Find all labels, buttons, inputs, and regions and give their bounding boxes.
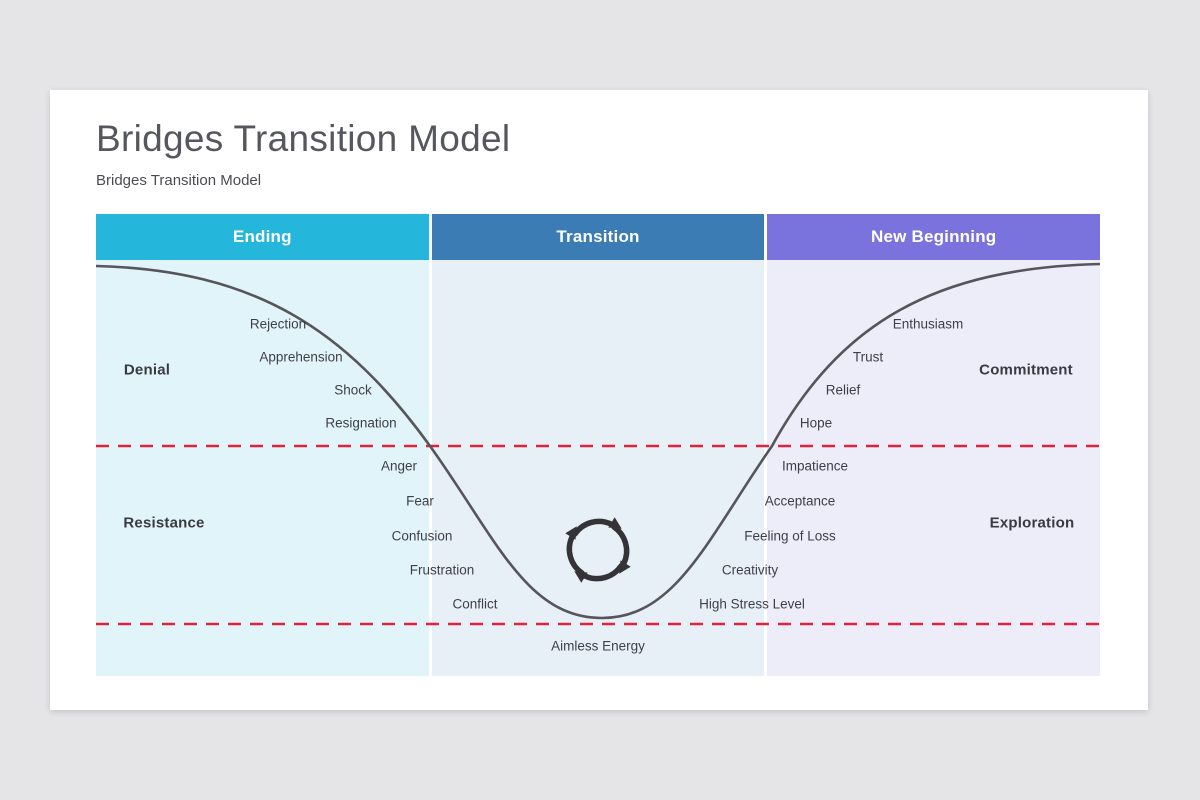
phase-header-row: Ending Transition New Beginning [96, 214, 1101, 260]
label-confusion: Confusion [391, 528, 453, 544]
label-apprehension: Apprehension [259, 349, 343, 365]
label-commitment: Commitment [979, 361, 1073, 379]
label-shock: Shock [334, 382, 372, 398]
label-creativity: Creativity [721, 562, 779, 578]
label-trust: Trust [852, 349, 884, 365]
label-conflict: Conflict [452, 596, 498, 612]
phase-header-ending: Ending [96, 214, 429, 260]
page-subtitle: Bridges Transition Model [96, 172, 262, 189]
label-exploration: Exploration [989, 514, 1075, 532]
label-denial: Denial [123, 361, 171, 379]
diagram-body: Denial Rejection Apprehension Shock Resi… [96, 260, 1101, 676]
label-enthusiasm: Enthusiasm [892, 316, 964, 332]
page-title: Bridges Transition Model [96, 118, 511, 159]
bridges-transition-diagram: Ending Transition New Beginning [96, 214, 1101, 676]
label-hope: Hope [799, 415, 833, 431]
label-acceptance: Acceptance [764, 493, 836, 509]
label-resignation: Resignation [325, 415, 397, 431]
phase-header-new-beginning: New Beginning [767, 214, 1101, 260]
label-anger: Anger [380, 458, 418, 474]
phase-header-transition: Transition [431, 214, 765, 260]
label-rejection: Rejection [249, 316, 307, 332]
label-fear: Fear [406, 493, 434, 509]
label-resistance: Resistance [123, 514, 205, 532]
slide-card: Bridges Transition Model Bridges Transit… [50, 90, 1148, 710]
label-impatience: Impatience [781, 458, 849, 474]
label-relief: Relief [825, 382, 861, 398]
label-high-stress-level: High Stress Level [699, 596, 805, 612]
transition-column-bg [431, 260, 765, 676]
label-aimless-energy: Aimless Energy [551, 638, 645, 654]
label-feeling-of-loss: Feeling of Loss [744, 528, 836, 544]
label-frustration: Frustration [409, 562, 475, 578]
